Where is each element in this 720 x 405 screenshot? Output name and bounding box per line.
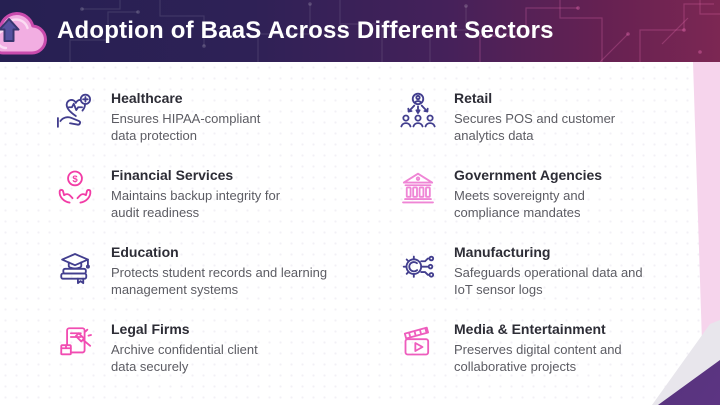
hand-heart-pulse-icon <box>55 88 95 134</box>
sector-description: Ensures HIPAA-compliant data protection <box>111 110 261 143</box>
sector-title: Retail <box>454 90 493 106</box>
sector-item-healthcare: Healthcare Ensures HIPAA-compliant data … <box>55 88 398 165</box>
sector-title: Healthcare <box>111 90 183 106</box>
sector-description: Maintains backup integrity for audit rea… <box>111 187 281 220</box>
sector-title: Financial Services <box>111 167 234 183</box>
sector-title: Manufacturing <box>454 244 551 260</box>
graduation-cap-books-icon <box>55 242 95 288</box>
clapperboard-play-icon <box>398 319 438 365</box>
gear-circuit-icon <box>398 242 438 288</box>
sector-description: Meets sovereignty and compliance mandate… <box>454 187 585 220</box>
sector-description: Archive confidential client data securel… <box>111 341 258 374</box>
customer-network-icon <box>398 88 438 134</box>
sector-item-financial-services: $ Financial Services Maintains backup in… <box>55 165 398 242</box>
sector-item-legal-firms: Legal Firms Archive confidential client … <box>55 319 398 396</box>
sector-description: Secures POS and customer analytics data <box>454 110 616 143</box>
sector-item-education: Education Protects student records and l… <box>55 242 398 319</box>
sector-item-media-entertainment: Media & Entertainment Preserves digital … <box>398 319 720 396</box>
government-building-icon <box>398 165 438 211</box>
sector-title: Education <box>111 244 179 260</box>
title-bar: Adoption of BaaS Across Different Sector… <box>0 0 720 62</box>
sector-item-government-agencies: Government Agencies Meets sovereignty an… <box>398 165 720 242</box>
cloud-upload-icon <box>0 12 47 55</box>
sector-grid: Healthcare Ensures HIPAA-compliant data … <box>55 62 720 405</box>
sector-description: Safeguards operational data and IoT sens… <box>454 264 643 297</box>
document-gavel-icon <box>55 319 95 365</box>
sector-description: Preserves digital content and collaborat… <box>454 341 622 374</box>
sector-item-retail: Retail Secures POS and customer analytic… <box>398 88 720 165</box>
slide-title: Adoption of BaaS Across Different Sector… <box>57 17 554 44</box>
circuit-pattern <box>69 0 720 62</box>
sector-description: Protects student records and learning ma… <box>111 264 328 297</box>
hands-dollar-coin-icon: $ <box>55 165 95 211</box>
sector-title: Media & Entertainment <box>454 321 606 337</box>
content-background <box>0 62 720 405</box>
sector-title: Government Agencies <box>454 167 603 183</box>
svg-text:$: $ <box>72 174 78 185</box>
sector-title: Legal Firms <box>111 321 190 337</box>
sector-item-manufacturing: Manufacturing Safeguards operational dat… <box>398 242 720 319</box>
